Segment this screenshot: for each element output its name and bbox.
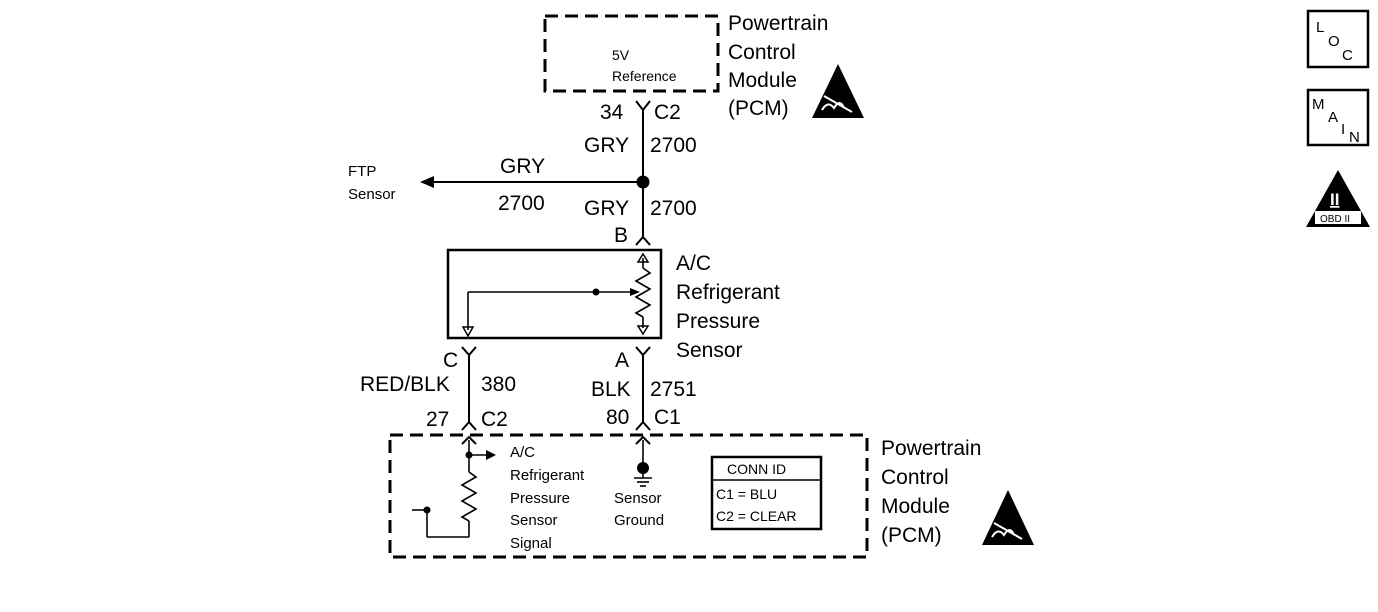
sensor-label-line4: Sensor bbox=[676, 339, 743, 362]
pin-27-label: 27 bbox=[426, 408, 449, 431]
signal-arrow-right-icon bbox=[486, 450, 496, 460]
connector-id-table: CONN ID C1 = BLU C2 = CLEAR bbox=[710, 455, 823, 531]
terminal-b-label: B bbox=[614, 224, 628, 247]
potentiometer-resistor-icon bbox=[634, 267, 652, 318]
terminal-c-label: C bbox=[443, 349, 458, 372]
signal-label-line5: Signal bbox=[510, 535, 552, 552]
wire-gry-2700-upper: 34 C2 GRY 2700 bbox=[584, 100, 697, 182]
connector-c2-pin34-symbol bbox=[635, 100, 651, 112]
conn-id-row-c2: C2 = CLEAR bbox=[716, 508, 797, 524]
sensor-label-line1: A/C bbox=[676, 252, 711, 275]
wire-blk-2751: A BLK 2751 80 C1 bbox=[591, 346, 697, 431]
ftp-sensor-label: Sensor bbox=[348, 186, 396, 203]
signal-label-line2: Refrigerant bbox=[510, 467, 585, 484]
wiper-arrow-icon bbox=[630, 288, 640, 296]
pcm-bottom-module: A/C Refrigerant Pressure Sensor Signal S… bbox=[388, 433, 1034, 559]
terminal-a-label: A bbox=[615, 349, 629, 372]
obd-ii-numeral: II bbox=[1330, 190, 1339, 209]
main-letter-i: I bbox=[1341, 121, 1345, 138]
pcm-top-dashed-outline bbox=[543, 14, 720, 93]
sensor-box bbox=[446, 248, 663, 340]
arrow-left-icon bbox=[420, 176, 434, 188]
sensor-label-line2: Refrigerant bbox=[676, 281, 780, 304]
branch-to-ftp-sensor: GRY 2700 FTP Sensor bbox=[348, 155, 650, 215]
circuit-2751-label: 2751 bbox=[650, 378, 697, 401]
wire-color-gry-label: GRY bbox=[584, 134, 629, 157]
loc-letter-o: O bbox=[1328, 33, 1340, 50]
signal-label-line1: A/C bbox=[510, 444, 535, 461]
pcm-top-reference-label: Reference bbox=[612, 68, 677, 84]
terminal-a-symbol bbox=[635, 346, 651, 357]
ac-pressure-sensor-component: A/C Refrigerant Pressure Sensor bbox=[446, 248, 780, 362]
pull-resistor-icon bbox=[460, 471, 478, 522]
wire-red-blk-380: C RED/BLK 380 27 C2 bbox=[360, 346, 516, 431]
obd-ii-button[interactable]: II OBD II bbox=[1306, 170, 1370, 227]
pcm-top-title-line2: Control bbox=[728, 41, 796, 64]
wire-mid-color-label: GRY bbox=[584, 197, 629, 220]
esd-warning-icon-bottom bbox=[982, 490, 1034, 545]
connector-c2-label: C2 bbox=[654, 101, 681, 124]
pcm-bottom-title-line3: Module bbox=[881, 495, 950, 518]
loc-letter-c: C bbox=[1342, 47, 1353, 64]
pcm-bottom-title-line1: Powertrain bbox=[881, 437, 981, 460]
main-letter-m: M bbox=[1312, 96, 1325, 113]
loc-letter-l: L bbox=[1316, 19, 1324, 36]
conn-id-title: CONN ID bbox=[727, 461, 786, 477]
terminal-b-symbol bbox=[635, 235, 651, 246]
ground-symbol-icon bbox=[634, 474, 652, 487]
sensor-ground-label-line2: Ground bbox=[614, 512, 664, 529]
main-letter-n: N bbox=[1349, 129, 1360, 146]
sensor-ground-label-line1: Sensor bbox=[614, 490, 662, 507]
pcm-bottom-title-line4: (PCM) bbox=[881, 524, 942, 547]
pin-34-label: 34 bbox=[600, 101, 624, 124]
signal-label-line4: Sensor bbox=[510, 512, 558, 529]
wire-color-blk-label: BLK bbox=[591, 378, 631, 401]
connector-c1-label: C1 bbox=[654, 406, 681, 429]
pcm-top-title-line3: Module bbox=[728, 69, 797, 92]
main-letter-a: A bbox=[1328, 109, 1338, 126]
connector-c2-lower-label: C2 bbox=[481, 408, 508, 431]
pin-80-label: 80 bbox=[606, 406, 629, 429]
conn-id-row-c1: C1 = BLU bbox=[716, 486, 777, 502]
ftp-label: FTP bbox=[348, 163, 376, 180]
pcm-top-title-line1: Powertrain bbox=[728, 12, 828, 35]
loc-button[interactable]: L O C bbox=[1306, 9, 1370, 69]
connector-c1-pin80-symbol bbox=[635, 420, 651, 431]
circuit-380-label: 380 bbox=[481, 373, 516, 396]
ground-node-dot bbox=[637, 462, 649, 474]
pcm-top-title-line4: (PCM) bbox=[728, 97, 789, 120]
connector-c2-pin27-symbol bbox=[461, 420, 477, 431]
main-button[interactable]: M A I N bbox=[1306, 88, 1370, 147]
terminal-c-symbol bbox=[461, 346, 477, 357]
branch-wire-color-label: GRY bbox=[500, 155, 545, 178]
obd-ii-label: OBD II bbox=[1320, 214, 1350, 225]
wire-mid-circuit-label: 2700 bbox=[650, 197, 697, 220]
branch-circuit-label: 2700 bbox=[498, 192, 545, 215]
pcm-top-module: 5V Reference Powertrain Control Module (… bbox=[543, 12, 864, 120]
circuit-2700-label: 2700 bbox=[650, 134, 697, 157]
wire-color-red-blk-label: RED/BLK bbox=[360, 373, 450, 396]
sensor-label-line3: Pressure bbox=[676, 310, 760, 333]
esd-warning-icon bbox=[812, 64, 864, 118]
signal-label-line3: Pressure bbox=[510, 490, 570, 507]
wire-gry-2700-lower: GRY 2700 B bbox=[584, 182, 697, 247]
pcm-top-5v-label: 5V bbox=[612, 47, 630, 63]
pcm-bottom-title-line2: Control bbox=[881, 466, 949, 489]
